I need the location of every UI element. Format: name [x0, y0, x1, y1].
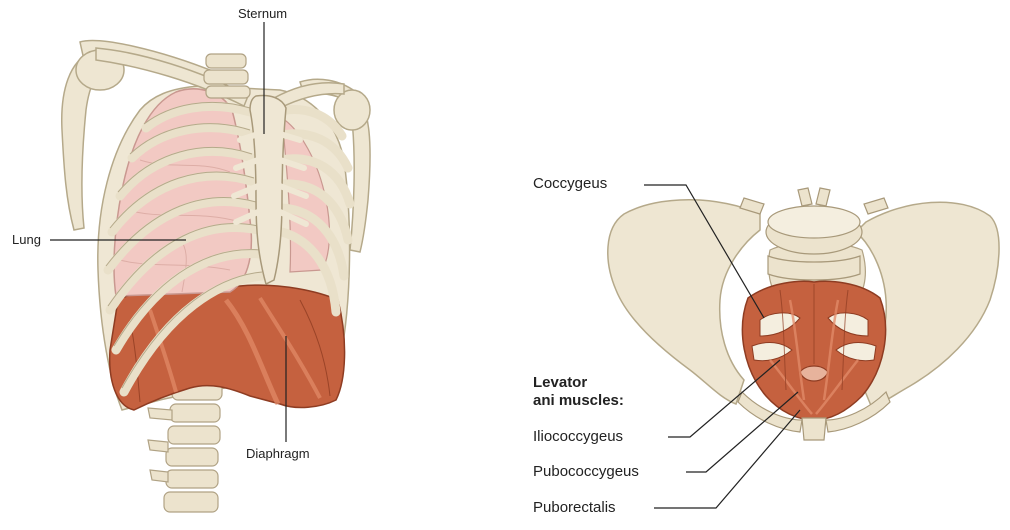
- left-iliac-wing: [608, 200, 760, 404]
- thorax-illustration: [50, 22, 370, 512]
- levator-ani-heading-line1: Levator: [533, 374, 587, 391]
- iliococcygeus-label: Iliococcygeus: [533, 428, 623, 445]
- pelvis-illustration: [608, 185, 999, 508]
- puborectalis-label: Puborectalis: [533, 499, 616, 516]
- sternum-label: Sternum: [238, 6, 287, 21]
- lung-label: Lung: [12, 232, 41, 247]
- diaphragm-label: Diaphragm: [246, 446, 310, 461]
- levator-ani-heading-line2: ani muscles:: [533, 392, 624, 409]
- pelvic-floor-muscles: [742, 281, 885, 420]
- pubococcygeus-label: Pubococcygeus: [533, 463, 639, 480]
- coccygeus-label: Coccygeus: [533, 175, 607, 192]
- cervical-spine: [204, 54, 250, 98]
